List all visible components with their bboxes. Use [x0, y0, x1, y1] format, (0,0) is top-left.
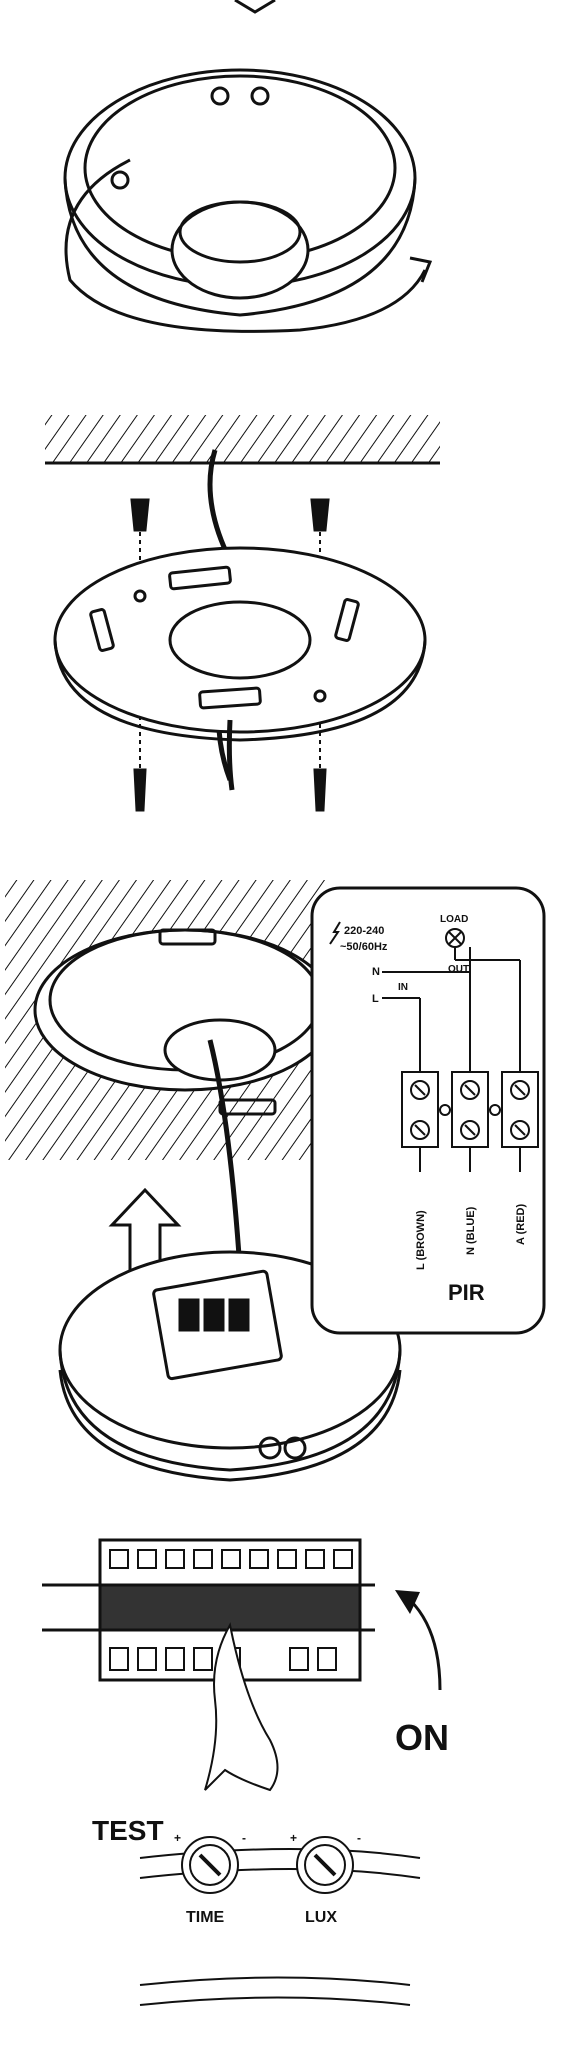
in-label: IN [398, 982, 408, 993]
terminal-block [401, 1071, 539, 1172]
lux-minus: - [357, 1831, 361, 1845]
power-symbol-icon [329, 921, 341, 945]
rotate-arrow-icon [64, 158, 427, 333]
anchor-left [130, 498, 150, 532]
ceiling-hatch [45, 415, 440, 463]
step-5-test: TEST + - + - TIME LUX [92, 1815, 421, 2006]
step-4-breaker: ON [42, 1538, 449, 1792]
terminal-a-label: A (RED) [515, 1204, 527, 1245]
lux-plus: + [290, 1831, 297, 1845]
top-arrow-icon [234, 0, 276, 14]
load-label: LOAD [440, 914, 468, 925]
terminal-n-label: N (BLUE) [465, 1206, 477, 1255]
terminal-l-label: L (BROWN) [415, 1210, 427, 1270]
voltage-label: 220-240 [344, 925, 384, 937]
anchor-right [310, 498, 330, 532]
out-label: OUT [448, 964, 469, 975]
hand-icon [204, 1622, 279, 1792]
cable [226, 719, 235, 791]
l-label: L [372, 993, 379, 1005]
time-plus: + [174, 1831, 181, 1845]
on-label: ON [395, 1717, 449, 1758]
lux-label: LUX [305, 1909, 337, 1926]
time-minus: - [242, 1831, 246, 1845]
frequency-label: ~50/60Hz [340, 941, 388, 953]
wiring-panel: 220-240 ~50/60Hz LOAD N IN OUT L [310, 886, 546, 1335]
step-1-remove-cover [63, 0, 433, 333]
screw-right [313, 768, 327, 812]
screw-left [133, 768, 147, 812]
step-2-mount-plate [45, 415, 440, 812]
curved-arrow-icon [408, 1598, 442, 1691]
test-label: TEST [92, 1815, 164, 1846]
time-label: TIME [186, 1909, 225, 1926]
n-label: N [372, 966, 380, 978]
device-label: PIR [448, 1280, 485, 1305]
